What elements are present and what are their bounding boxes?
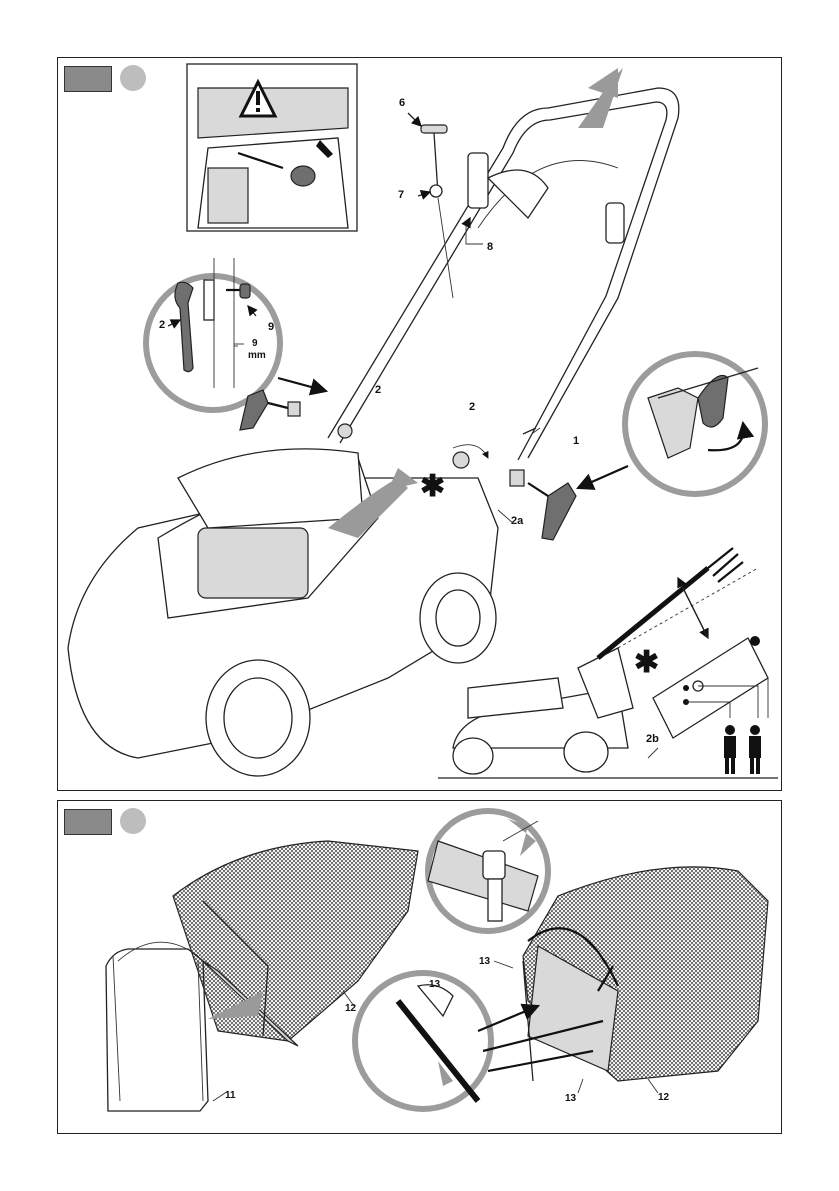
label-part-12-right: 12 (658, 1092, 670, 1103)
label-part-11: 11 (225, 1090, 236, 1101)
clamp-detail-callout-left (146, 258, 280, 410)
bag-frame-clip-detail (428, 811, 548, 931)
label-part-1: 1 (573, 435, 579, 447)
person-icon (724, 725, 736, 774)
label-part-13-detail: 13 (429, 979, 441, 990)
label-part-9: 9 (268, 321, 274, 333)
clamp-detail-callout-right (578, 354, 765, 494)
label-measure-value: 9 (252, 338, 258, 349)
label-part-13-top: 13 (479, 956, 491, 967)
figure-panel-1: ✱ ✱ (57, 57, 782, 791)
label-part-2-left-handle: 2 (375, 384, 381, 396)
label-part-2b: 2b (646, 733, 659, 745)
label-part-2-detail: 2 (159, 319, 165, 331)
grass-bag-right (523, 867, 768, 1081)
grass-bag-assembly-illustration: 11 12 13 13 13 12 (58, 801, 783, 1135)
label-measure-unit: mm (248, 350, 266, 361)
svg-text:✱: ✱ (634, 646, 659, 679)
person-icon (749, 725, 761, 774)
label-part-2a: 2a (511, 515, 524, 527)
label-part-8: 8 (487, 241, 493, 253)
figure-panel-2: 11 12 13 13 13 12 (57, 800, 782, 1134)
label-part-7: 7 (398, 189, 404, 201)
warning-inset (187, 64, 357, 231)
svg-text:✱: ✱ (420, 470, 445, 503)
label-part-13-bottom: 13 (565, 1093, 577, 1104)
label-part-6: 6 (399, 97, 405, 109)
lawnmower-assembly-illustration: ✱ ✱ (58, 58, 783, 792)
label-part-12-left: 12 (345, 1003, 357, 1014)
label-part-2-right-handle: 2 (469, 401, 475, 413)
